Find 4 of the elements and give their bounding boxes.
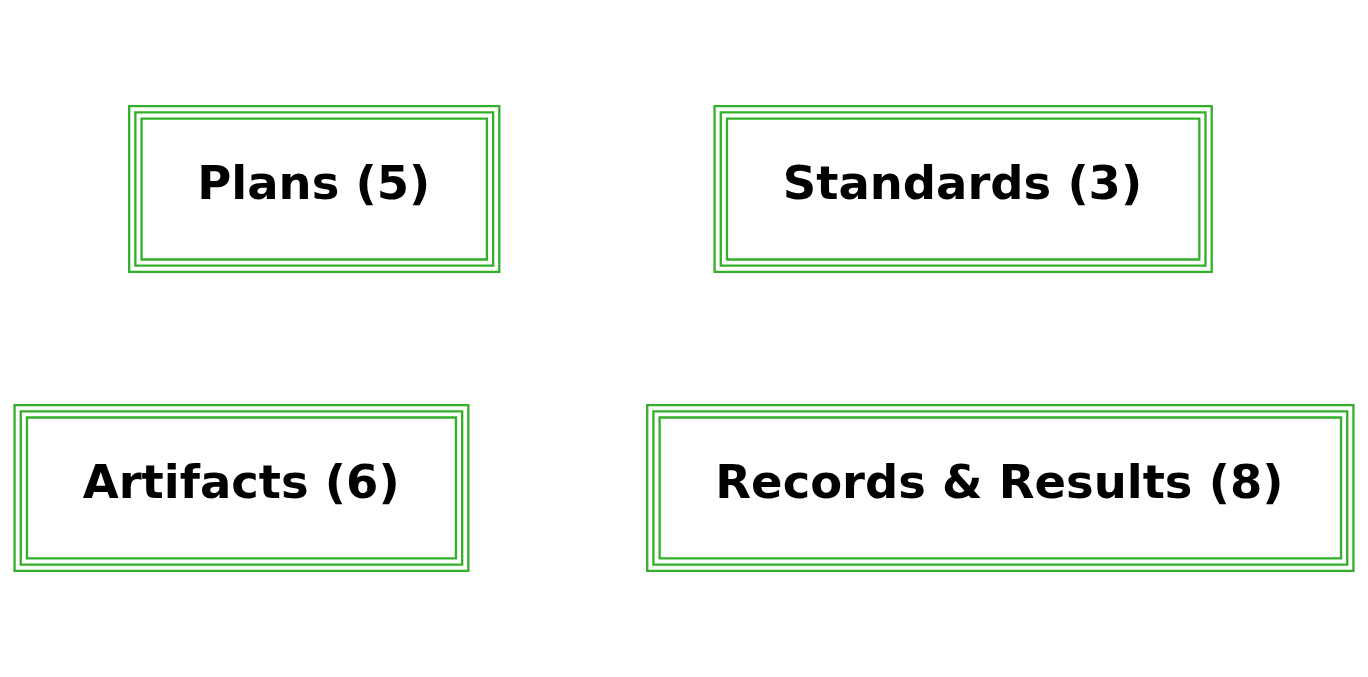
node-box: Plans (5)	[128, 105, 501, 274]
node-box: Standards (3)	[713, 105, 1213, 274]
node-box: Artifacts (6)	[13, 403, 470, 572]
node-box: Records & Results (8)	[646, 403, 1355, 572]
